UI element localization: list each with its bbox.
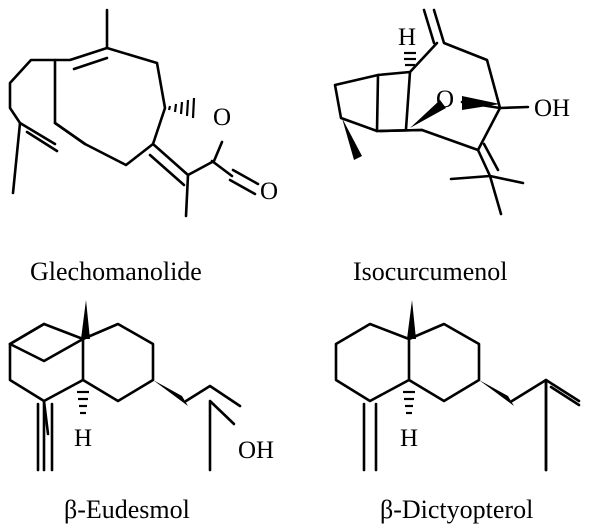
wedge-bond <box>153 380 188 406</box>
structure-glechomanolide: O O <box>8 8 278 218</box>
hashed-bond <box>77 390 89 415</box>
atom-hydrogen: H <box>400 425 418 452</box>
wedge-bond <box>407 300 416 339</box>
name-glechomanolide: Glechomanolide <box>30 257 202 286</box>
wedge-bond <box>81 300 90 339</box>
atom-hydrogen: H <box>398 24 416 51</box>
atom-hydrogen: H <box>74 425 92 452</box>
atom-bridge-oxygen: O <box>436 86 454 113</box>
structure-isocurcumenol: H O OH <box>333 8 570 216</box>
name-beta-dictyopterol: β-Dictyopterol <box>380 495 533 524</box>
wedge-bond <box>479 380 514 406</box>
hashed-bond <box>403 390 415 415</box>
wedge-bond <box>342 118 362 160</box>
atom-hydroxyl: OH <box>534 95 570 122</box>
wedge-bond <box>462 96 500 110</box>
atom-carbonyl-oxygen: O <box>260 178 278 205</box>
hashed-bond <box>404 51 416 67</box>
atom-ring-oxygen: O <box>213 104 231 131</box>
name-beta-eudesmol: β-Eudesmol <box>64 495 190 524</box>
wedge-bond <box>410 100 446 128</box>
structure-beta-dictyopterol: H <box>334 300 581 472</box>
structure-beta-eudesmol: H OH <box>8 300 274 472</box>
name-isocurcumenol: Isocurcumenol <box>353 257 508 286</box>
hashed-bond <box>167 97 196 119</box>
atom-hydroxyl: OH <box>238 437 274 464</box>
